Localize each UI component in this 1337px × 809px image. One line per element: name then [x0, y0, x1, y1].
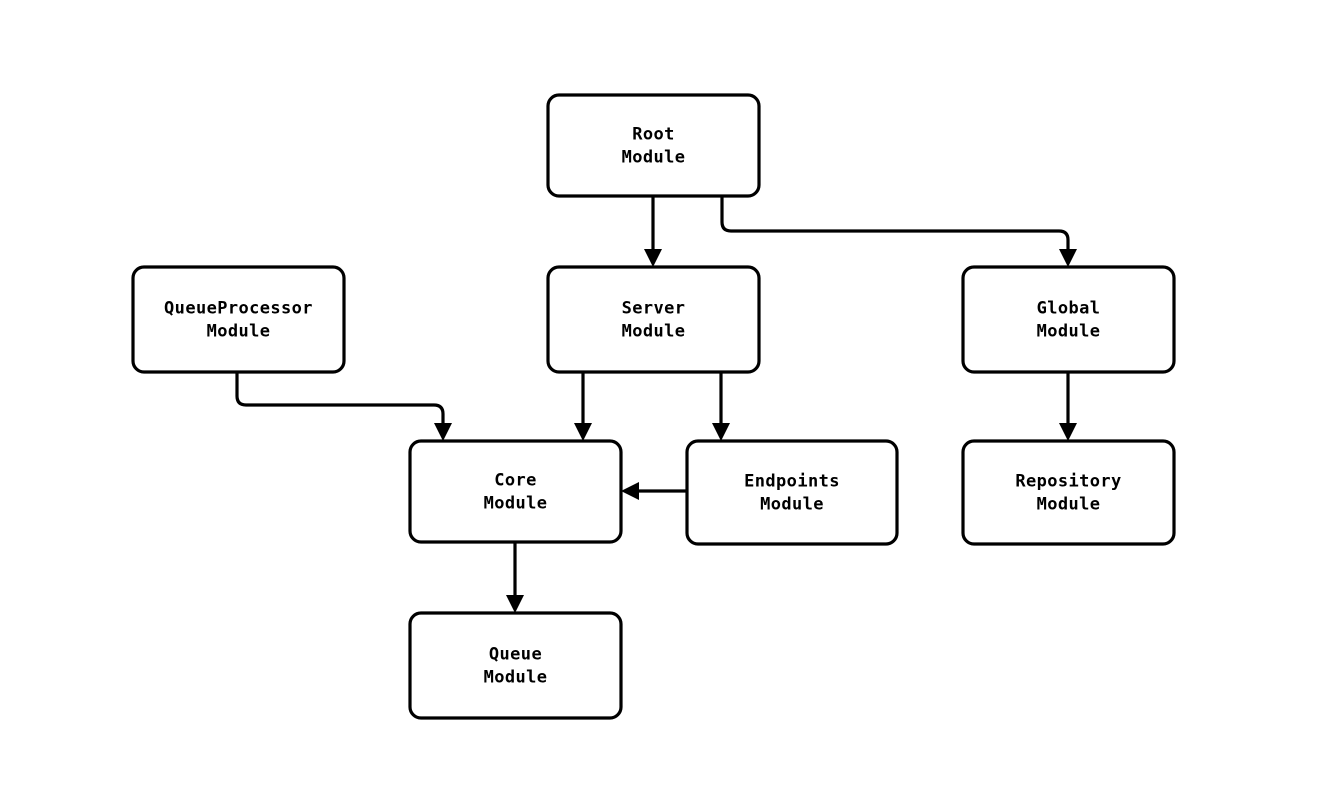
- edge-global-to-repository: [1059, 372, 1077, 441]
- arrow-head-icon: [1059, 249, 1077, 267]
- node-label-line2-server: Module: [622, 322, 686, 342]
- arrow-head-icon: [712, 423, 730, 441]
- node-label-line1-endpoints: Endpoints: [744, 472, 840, 492]
- node-label-line2-queueprocessor: Module: [207, 322, 271, 342]
- node-box-server[interactable]: [546, 265, 761, 374]
- arrow-head-icon: [574, 423, 592, 441]
- node-label-line1-core: Core: [494, 471, 537, 491]
- edge-endpoints-to-core: [621, 482, 687, 500]
- node-label-line2-queue: Module: [484, 668, 548, 688]
- node-label-line2-endpoints: Module: [760, 495, 824, 515]
- node-box-global[interactable]: [961, 265, 1176, 374]
- node-label-line1-repository: Repository: [1015, 472, 1121, 492]
- node-label-line2-repository: Module: [1037, 495, 1101, 515]
- node-box-endpoints[interactable]: [685, 439, 899, 546]
- arrow-head-icon: [1059, 423, 1077, 441]
- edge-line: [720, 196, 1070, 254]
- node-label-line1-queue: Queue: [489, 645, 542, 665]
- node-label-line2-root: Module: [622, 148, 686, 168]
- edge-server-to-core: [574, 372, 592, 441]
- arrow-head-icon: [506, 595, 524, 613]
- arrow-head-icon: [644, 249, 662, 267]
- edge-queueprocessor-to-core: [235, 372, 452, 441]
- node-box-core[interactable]: [408, 439, 623, 544]
- edge-line: [235, 372, 445, 428]
- arrow-head-icon: [621, 482, 639, 500]
- node-label-line1-queueprocessor: QueueProcessor: [164, 299, 313, 319]
- edge-root-to-server: [644, 196, 662, 267]
- node-box-root[interactable]: [546, 93, 761, 198]
- node-label-line2-core: Module: [484, 494, 548, 514]
- node-box-queueprocessor[interactable]: [131, 265, 346, 374]
- edge-core-to-queue: [506, 542, 524, 613]
- nodes-layer: RootModuleQueueProcessorModuleServerModu…: [131, 93, 1176, 720]
- node-label-line1-root: Root: [632, 125, 675, 145]
- node-label-line1-global: Global: [1037, 299, 1101, 319]
- edge-root-to-global: [720, 196, 1077, 267]
- node-box-repository[interactable]: [961, 439, 1176, 546]
- node-label-line1-server: Server: [622, 299, 686, 319]
- edges-layer: [235, 196, 1077, 613]
- node-label-line2-global: Module: [1037, 322, 1101, 342]
- edge-server-to-endpoints: [712, 372, 730, 441]
- node-box-queue[interactable]: [408, 611, 623, 720]
- arrow-head-icon: [434, 423, 452, 441]
